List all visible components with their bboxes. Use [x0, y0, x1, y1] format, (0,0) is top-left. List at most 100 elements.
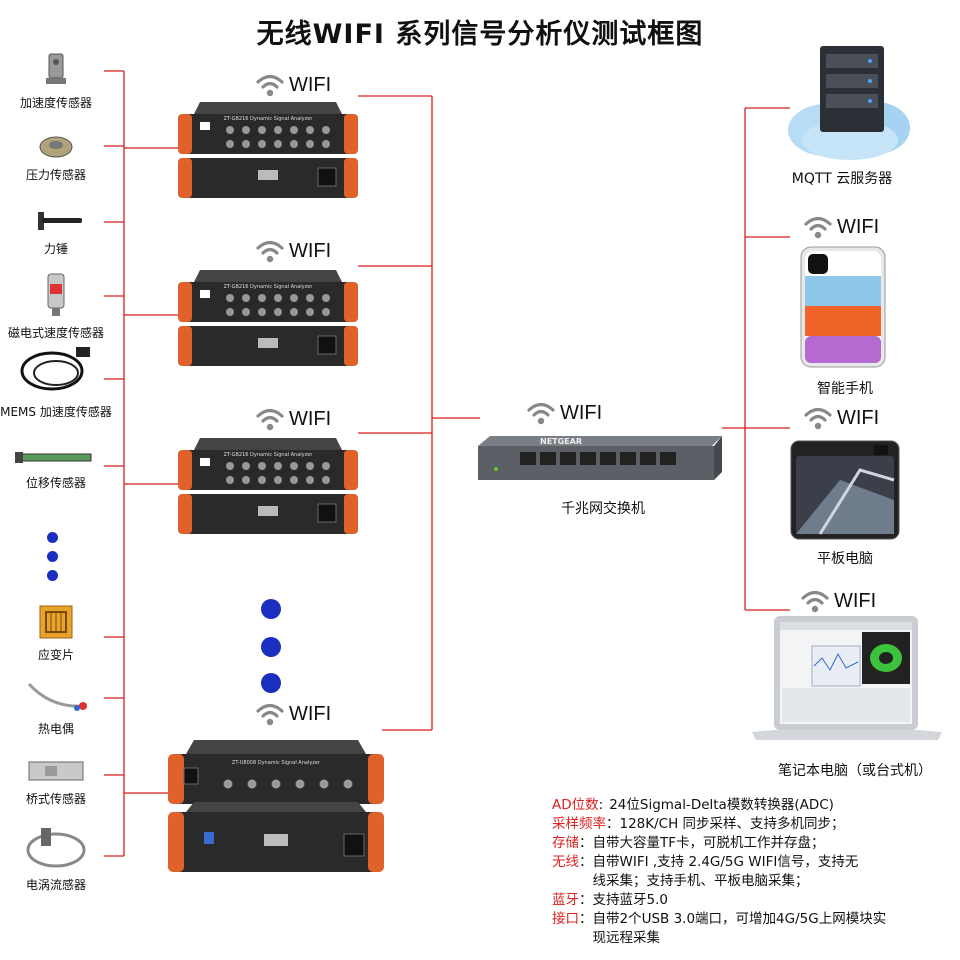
spec-row: 接口：自带2个USB 3.0端口，可增加4G/5G上网模块实现远程采集: [552, 910, 952, 948]
tablet-icon: [790, 440, 900, 540]
spec-key: 存储: [552, 835, 579, 851]
specs-list: AD位数:24位Sigmal-Delta模数转换器(ADC) 采样频率：128K…: [552, 796, 952, 948]
velocity-sensor-icon: [47, 273, 65, 316]
analyzer-model: ZT-GB216 Dynamic Signal Analyzer: [224, 116, 314, 122]
laptop-icon: [752, 616, 942, 740]
eddy-current-sensor-icon: [26, 828, 86, 868]
spec-sep: ：: [579, 911, 593, 927]
strain-gauge-icon: [39, 605, 73, 639]
analyzer-unit-3: ZT-GB216 Dynamic Signal Analyzer: [178, 438, 358, 534]
mems-sensor-icon: [20, 347, 90, 391]
wifi-badge: WIFI: [800, 588, 876, 614]
spec-value: 24位Sigmal-Delta模数转换器(ADC): [609, 797, 834, 813]
more-analyzers-dot: [261, 637, 281, 657]
wifi-label: WIFI: [289, 407, 332, 430]
endpoint-label: 智能手机: [817, 381, 873, 397]
force-hammer-icon: [38, 212, 82, 230]
endpoint-label: 笔记本电脑（或台式机）: [778, 763, 932, 779]
wifi-icon: [801, 590, 829, 613]
gigabit-switch: NETGEAR: [478, 436, 722, 480]
more-analyzers-dot: [261, 599, 281, 619]
sensor-label: 磁电式速度传感器: [7, 326, 104, 340]
analyzer-model: ZT-U8008 Dynamic Signal Analyzer: [232, 760, 321, 766]
sensor-label: 电涡流感器: [25, 878, 86, 892]
sensor-label: 压力传感器: [25, 168, 86, 182]
wifi-label: WIFI: [834, 589, 877, 612]
switch-brand: NETGEAR: [540, 437, 582, 446]
sensor-label: 应变片: [37, 648, 74, 662]
spec-row: 蓝牙：支持蓝牙5.0: [552, 891, 952, 910]
spec-sep: ：: [579, 854, 593, 870]
sensor-label: 桥式传感器: [25, 792, 86, 806]
wifi-icon: [256, 74, 284, 97]
wifi-badge: WIFI: [255, 72, 331, 98]
sensor-label: 热电偶: [37, 722, 74, 736]
sensor-force-hammer: 力锤: [0, 208, 112, 257]
sensor-strain-gauge: 应变片: [0, 604, 112, 663]
more-sensors-dot: [47, 551, 58, 562]
wifi-badge: WIFI: [803, 405, 879, 431]
displacement-sensor-icon: [15, 452, 92, 463]
sensor-label: MEMS 加速度传感器: [0, 405, 112, 419]
analyzer-unit-1: ZT-GB216 Dynamic Signal Analyzer: [178, 102, 358, 198]
wifi-badge: WIFI: [803, 214, 879, 240]
wifi-label: WIFI: [289, 239, 332, 262]
wifi-badge: WIFI: [255, 238, 331, 264]
spec-key: 无线: [552, 854, 579, 870]
spec-sep: ：: [579, 892, 593, 908]
bridge-sensor-icon: [28, 761, 84, 781]
analyzer-unit-4: ZT-U8008 Dynamic Signal Analyzer: [168, 740, 384, 872]
diagram-title: 无线WIFI 系列信号分析仪测试框图: [256, 19, 704, 50]
spec-value: 自带大容量TF卡，可脱机工作并存盘；: [592, 835, 825, 851]
spec-value: 支持蓝牙5.0: [592, 892, 668, 908]
sensor-label: 加速度传感器: [19, 96, 92, 110]
spec-key: 蓝牙: [552, 892, 579, 908]
switch-label: 千兆网交换机: [561, 501, 645, 517]
spec-row: AD位数:24位Sigmal-Delta模数转换器(ADC): [552, 796, 952, 815]
analyzer-model: ZT-GB216 Dynamic Signal Analyzer: [224, 284, 314, 290]
wifi-icon: [256, 240, 284, 263]
spec-row: 存储：自带大容量TF卡，可脱机工作并存盘；: [552, 834, 952, 853]
spec-value: 自带WIFI ,支持 2.4G/5G WIFI信号，支持无线采集；支持手机、平板…: [592, 854, 859, 889]
spec-sep: ：: [606, 816, 620, 832]
wifi-label: WIFI: [289, 702, 332, 725]
wifi-icon: [256, 408, 284, 431]
sensor-accelerometer: 加速度传感器: [0, 52, 112, 111]
accelerometer-icon: [46, 53, 66, 84]
more-analyzers-dot: [261, 673, 281, 693]
wifi-icon: [804, 216, 832, 239]
more-sensors-dot: [47, 570, 58, 581]
wifi-icon: [804, 407, 832, 430]
thermocouple-icon: [27, 682, 87, 711]
analyzer-unit-2: ZT-GB216 Dynamic Signal Analyzer: [178, 270, 358, 366]
sensor-bridge: 桥式传感器: [0, 758, 112, 807]
cloud-server-icon: [788, 46, 910, 160]
spec-value: 128K/CH 同步采样、支持多机同步；: [619, 816, 845, 832]
sensor-displacement: 位移传感器: [0, 446, 112, 491]
wifi-label: WIFI: [560, 401, 603, 424]
spec-sep: ：: [579, 835, 593, 851]
pressure-sensor-icon: [39, 136, 73, 158]
endpoint-label: MQTT 云服务器: [791, 171, 893, 187]
spec-sep: :: [598, 797, 604, 813]
wifi-badge: WIFI: [255, 406, 331, 432]
spec-key: AD位数: [552, 797, 599, 813]
spec-row: 采样频率：128K/CH 同步采样、支持多机同步；: [552, 815, 952, 834]
spec-value: 自带2个USB 3.0端口，可增加4G/5G上网模块实现远程采集: [592, 911, 887, 946]
analyzer-model: ZT-GB216 Dynamic Signal Analyzer: [224, 452, 314, 458]
wifi-icon: [527, 402, 555, 425]
sensor-label: 位移传感器: [25, 476, 86, 490]
wifi-label: WIFI: [837, 215, 880, 238]
sensor-mems: MEMS 加速度传感器: [0, 343, 112, 420]
spec-key: 采样频率: [552, 816, 606, 832]
sensor-velocity: 磁电式速度传感器: [0, 272, 112, 341]
sensor-label: 力锤: [43, 242, 68, 256]
spec-row: 无线：自带WIFI ,支持 2.4G/5G WIFI信号，支持无线采集；支持手机…: [552, 853, 952, 891]
wifi-label: WIFI: [837, 406, 880, 429]
wifi-badge: WIFI: [526, 400, 602, 426]
wifi-label: WIFI: [289, 73, 332, 96]
wifi-badge: WIFI: [255, 701, 331, 727]
sensor-eddy-current: 电涡流感器: [0, 826, 112, 893]
sensor-pressure: 压力传感器: [0, 134, 112, 183]
